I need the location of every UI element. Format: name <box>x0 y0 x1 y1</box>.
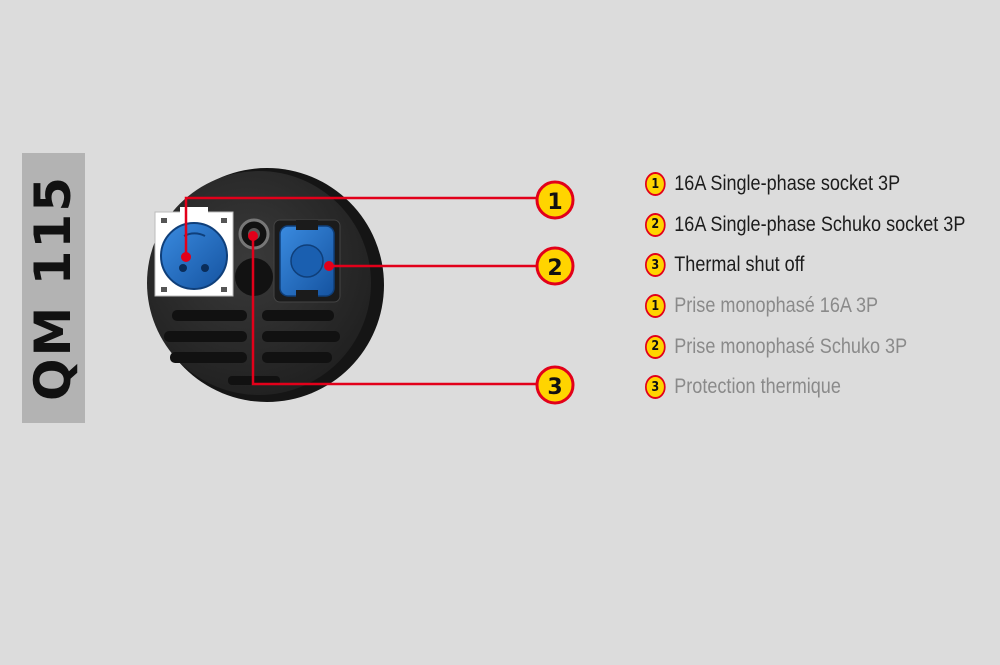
legend-badge: 2 <box>645 212 666 237</box>
svg-text:2: 2 <box>547 256 562 281</box>
socket-schuko <box>273 219 341 303</box>
legend-item: 3 Protection thermique <box>645 367 965 408</box>
model-tag <box>22 153 85 423</box>
socket-single-phase <box>154 207 234 297</box>
legend-badge: 1 <box>645 294 666 319</box>
legend-item: 1 Prise monophasé 16A 3P <box>645 286 965 327</box>
svg-text:3: 3 <box>547 375 562 400</box>
legend-badge: 1 <box>645 172 666 197</box>
legend-text: 16A Single-phase socket 3P <box>674 172 901 196</box>
legend-badge: 3 <box>645 253 666 278</box>
legend-text: Thermal shut off <box>674 253 805 277</box>
legend-text: Protection thermique <box>674 375 841 399</box>
leader-lines <box>184 196 536 386</box>
legend-badge: 2 <box>645 334 666 359</box>
callout-badge-1: 1 <box>535 180 575 220</box>
callout-badge-2: 2 <box>535 246 575 286</box>
callout-badge-3: 3 <box>535 365 575 405</box>
vent-slots <box>164 310 340 385</box>
legend-item: 3 Thermal shut off <box>645 245 965 286</box>
leader-line-1 <box>184 196 536 257</box>
legend-item: 1 16A Single-phase socket 3P <box>645 164 965 205</box>
svg-text:1: 1 <box>547 190 562 215</box>
legend: 1 16A Single-phase socket 3P 2 16A Singl… <box>645 164 1000 408</box>
legend-item: 2 16A Single-phase Schuko socket 3P <box>645 205 965 246</box>
legend-text: Prise monophasé 16A 3P <box>674 294 879 318</box>
legend-text: Prise monophasé Schuko 3P <box>674 334 908 358</box>
legend-item: 2 Prise monophasé Schuko 3P <box>645 326 965 367</box>
legend-badge: 3 <box>645 375 666 400</box>
leader-dots <box>181 231 334 271</box>
leader-line-3 <box>251 236 536 386</box>
legend-text: 16A Single-phase Schuko socket 3P <box>674 212 966 236</box>
